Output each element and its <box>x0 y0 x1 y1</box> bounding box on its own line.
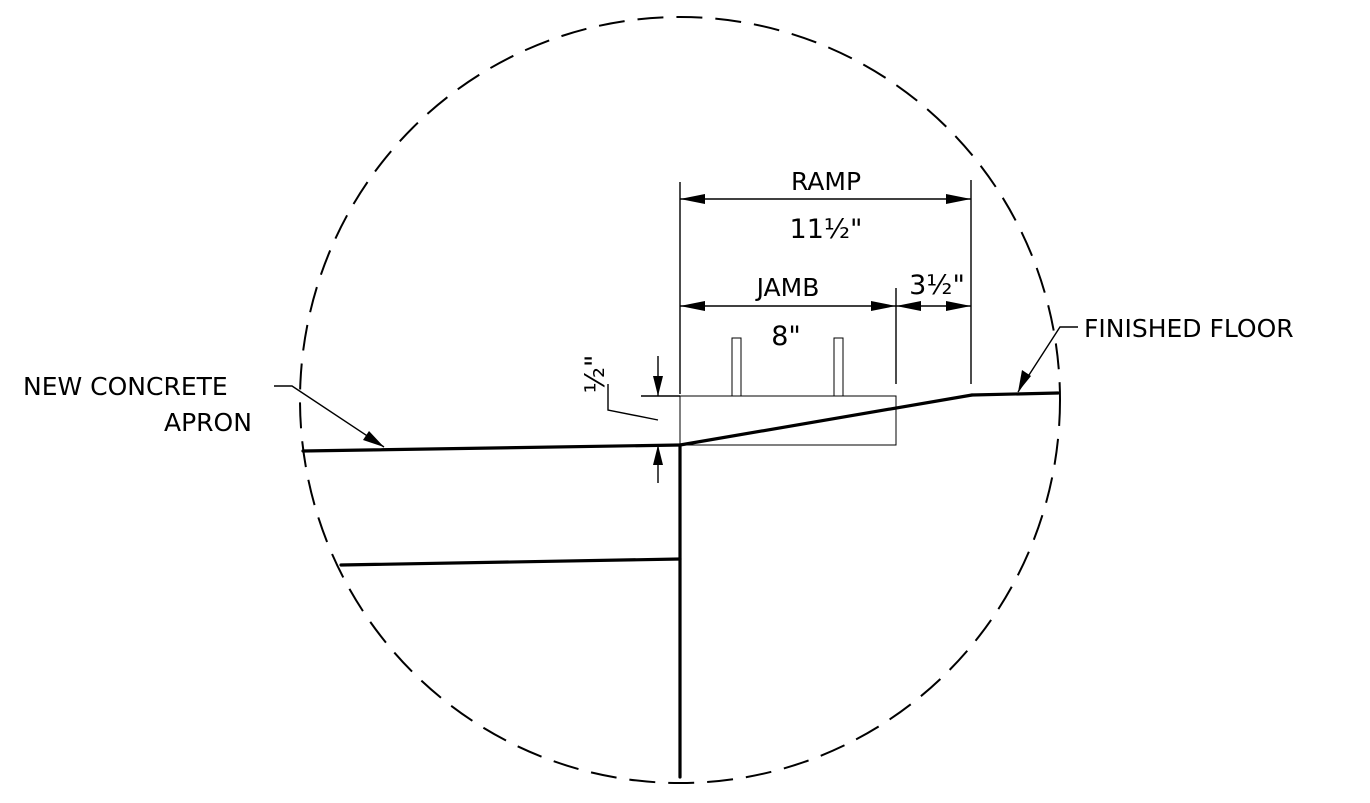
jamb-plate <box>679 395 897 446</box>
finished-floor-label: FINISHED FLOOR <box>1084 314 1294 343</box>
jamb-arrow-right <box>871 301 896 311</box>
apron-arrow <box>363 431 384 447</box>
rise-arrow-bottom <box>653 445 663 465</box>
finished-floor-leader <box>1017 326 1078 393</box>
finished-floor-arrow <box>1018 370 1031 392</box>
jamb-dimension: 8" <box>771 321 801 352</box>
rise-leader <box>607 384 659 421</box>
detail-boundary-circle <box>299 16 1061 784</box>
ramp-arrow-right <box>946 194 971 204</box>
rise-dimension: ½" <box>580 355 611 394</box>
apron-leader <box>274 385 385 448</box>
ramp-dimension: 11½" <box>790 214 863 245</box>
finished-floor-line <box>970 391 1060 397</box>
apron-label-line2: APRON <box>164 408 252 437</box>
jamb-anchor-post-right <box>833 337 844 397</box>
jamb-arrow-left <box>680 301 705 311</box>
ramp-label: RAMP <box>791 167 861 196</box>
jamb-anchor-post-left <box>731 337 742 397</box>
side-arrow-left <box>896 301 921 311</box>
side-arrow-right <box>946 301 971 311</box>
side-dimension: 3½" <box>909 270 965 301</box>
lower-slab-line <box>339 557 682 567</box>
apron-label-line1: NEW CONCRETE <box>23 372 228 401</box>
jamb-label: JAMB <box>755 273 820 302</box>
ramp-slope-line <box>678 393 974 447</box>
rise-arrow-top <box>653 376 663 396</box>
apron-surface-line <box>301 443 682 453</box>
ramp-arrow-left <box>680 194 705 204</box>
